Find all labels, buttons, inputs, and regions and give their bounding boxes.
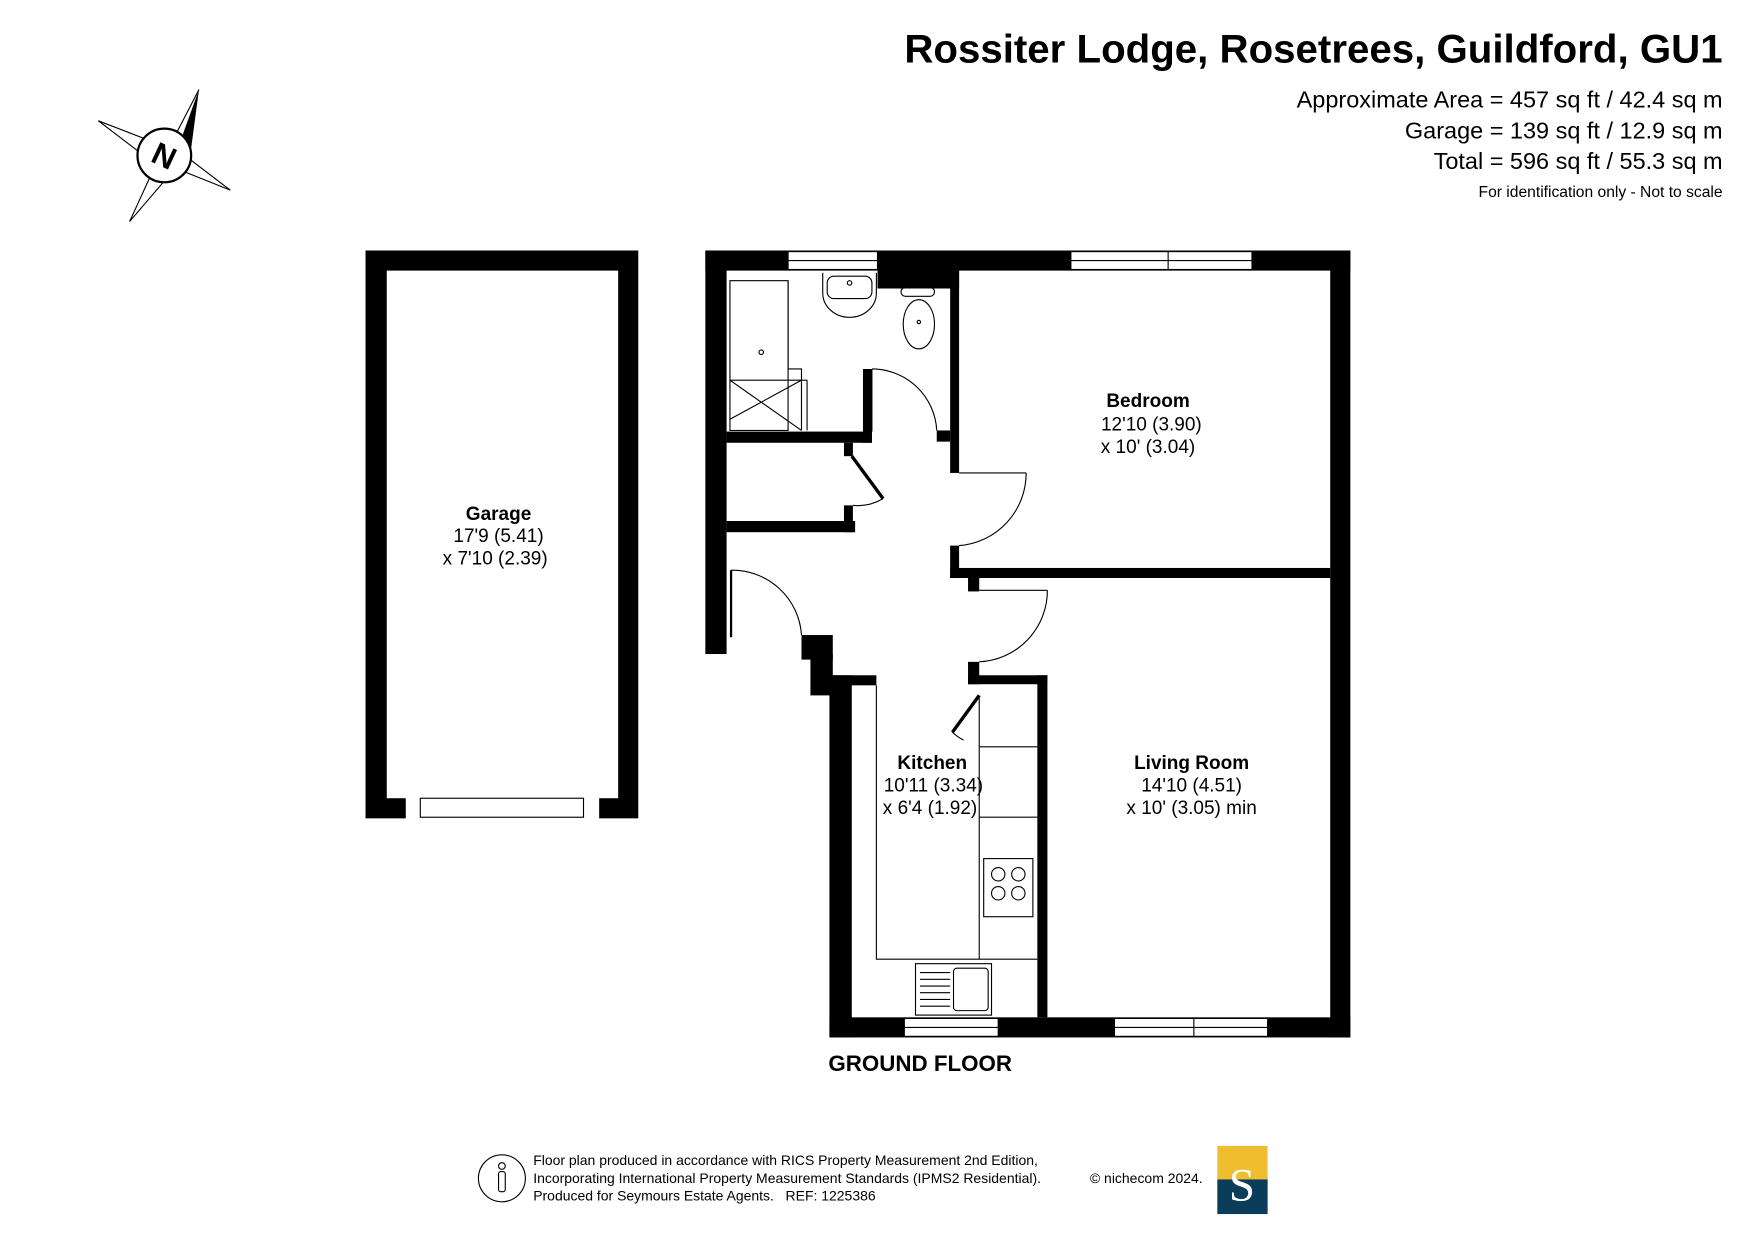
bathroom-fixtures (729, 272, 936, 432)
footer-line-2: Incorporating International Property Mea… (533, 1170, 1041, 1186)
svg-text:S: S (1229, 1160, 1255, 1212)
svg-text:x 7'10 (2.39): x 7'10 (2.39) (443, 549, 548, 570)
svg-text:12'10 (3.90): 12'10 (3.90) (1101, 414, 1202, 435)
area-approx: Approximate Area = 457 sq ft / 42.4 sq m (1297, 86, 1723, 112)
svg-text:10'11 (3.34): 10'11 (3.34) (884, 776, 983, 797)
garage-door (419, 797, 585, 818)
svg-text:14'10 (4.51): 14'10 (4.51) (1141, 776, 1242, 797)
garage (365, 250, 639, 821)
house-walls (705, 250, 1351, 1038)
hob-icon (983, 858, 1034, 918)
living-room-label: Living Room (1134, 753, 1249, 774)
copyright: © nichecom 2024. (1090, 1170, 1203, 1186)
seymours-logo: S (1217, 1145, 1268, 1215)
person-scale-icon (477, 1154, 526, 1203)
footer-line-1: Floor plan produced in accordance with R… (533, 1152, 1038, 1168)
kitchen-fixtures (875, 685, 1038, 1016)
kitchen-label: Kitchen (897, 753, 967, 774)
svg-text:17'9 (5.41): 17'9 (5.41) (453, 526, 543, 547)
north-compass-icon: N (98, 89, 231, 222)
svg-text:x 10' (3.04): x 10' (3.04) (1101, 437, 1195, 458)
doors (729, 368, 1048, 741)
windows (787, 251, 1269, 1037)
area-total: Total = 596 sq ft / 55.3 sq m (1434, 148, 1723, 174)
floor-label: GROUND FLOOR (828, 1051, 1012, 1076)
property-title: Rossiter Lodge, Rosetrees, Guildford, GU… (904, 27, 1722, 72)
sink-icon (914, 963, 993, 1016)
svg-text:x 6'4 (1.92): x 6'4 (1.92) (883, 798, 977, 819)
svg-text:x 10' (3.05) min: x 10' (3.05) min (1126, 798, 1256, 819)
garage-label: Garage (466, 504, 531, 525)
bedroom-label: Bedroom (1106, 391, 1189, 412)
area-garage: Garage = 139 sq ft / 12.9 sq m (1405, 118, 1723, 144)
disclaimer: For identification only - Not to scale (1479, 184, 1723, 201)
footer-line-3: Produced for Seymours Estate Agents. REF… (533, 1188, 876, 1204)
